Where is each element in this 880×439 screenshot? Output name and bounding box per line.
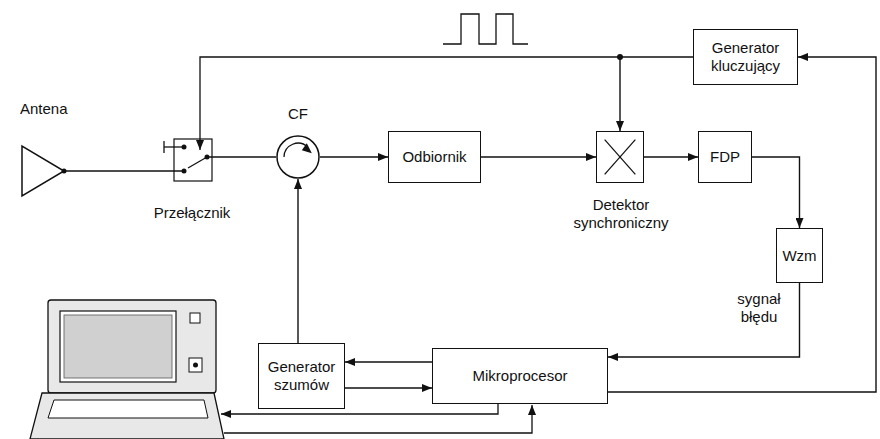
computer-screen: [64, 315, 172, 378]
computer-base: [30, 393, 224, 439]
filter-box: FDP: [698, 131, 752, 183]
signal-connector: [320, 156, 388, 157]
square-wave: [443, 14, 528, 44]
microprocessor-box: Mikroprocesor: [432, 348, 608, 404]
box-label: Odbiornik: [402, 148, 466, 166]
signal-connector: [620, 57, 693, 131]
antenna-wire: [64, 170, 184, 172]
circulator-outline: [277, 136, 319, 178]
signal-connector: [752, 157, 800, 228]
signal-connector: [608, 283, 800, 357]
box-label: FDP: [710, 148, 740, 166]
circulator-arrowhead: [302, 143, 312, 153]
computer-button: [193, 363, 198, 368]
switch-housing: [174, 139, 212, 181]
switch-blade: [188, 157, 207, 168]
switch-contact: [182, 169, 187, 174]
synchronous-detector: Detektor synchroniczny: [596, 131, 644, 183]
keying-generator-box: Generator kluczujący: [693, 29, 798, 85]
signal-connector: [297, 179, 298, 343]
signal-connector: [481, 156, 596, 157]
part-label: Detektor synchroniczny: [559, 196, 683, 232]
switch-terminal: [164, 146, 184, 147]
multiplier-symbol: [597, 132, 643, 182]
computer-button: [189, 358, 202, 372]
switch-output-wire: [207, 156, 276, 158]
box-label: Wzm: [782, 247, 816, 265]
signal-label: sygnał błędu: [724, 290, 794, 326]
noise-generator-box: Generator szumów: [258, 343, 345, 409]
switch-contact: [182, 145, 187, 150]
junction-dot: [62, 169, 67, 174]
signal-connector: [644, 156, 698, 157]
amplifier-box: Wzm: [776, 228, 823, 283]
computer-screen: [60, 311, 176, 382]
computer-monitor: [48, 300, 216, 393]
receiver-box: Odbiornik: [388, 131, 481, 183]
box-label: Generator kluczujący: [698, 39, 793, 75]
circulator-symbol: [276, 135, 320, 179]
switch-terminal: [163, 141, 164, 153]
antenna-label: Antena: [18, 100, 92, 118]
box-label: Mikroprocesor: [472, 367, 567, 385]
circulator: CF: [276, 135, 320, 179]
computer-button: [190, 313, 200, 323]
part-label: CF: [268, 105, 328, 123]
box-label: Generator szumów: [263, 358, 340, 394]
antenna-symbol: [22, 146, 64, 196]
signal-connector: [345, 387, 432, 388]
computer-keyboard: [48, 400, 208, 418]
computer-wire: [224, 405, 532, 433]
signal-connector: [345, 361, 432, 362]
switch-label: Przełącznik: [138, 204, 246, 222]
